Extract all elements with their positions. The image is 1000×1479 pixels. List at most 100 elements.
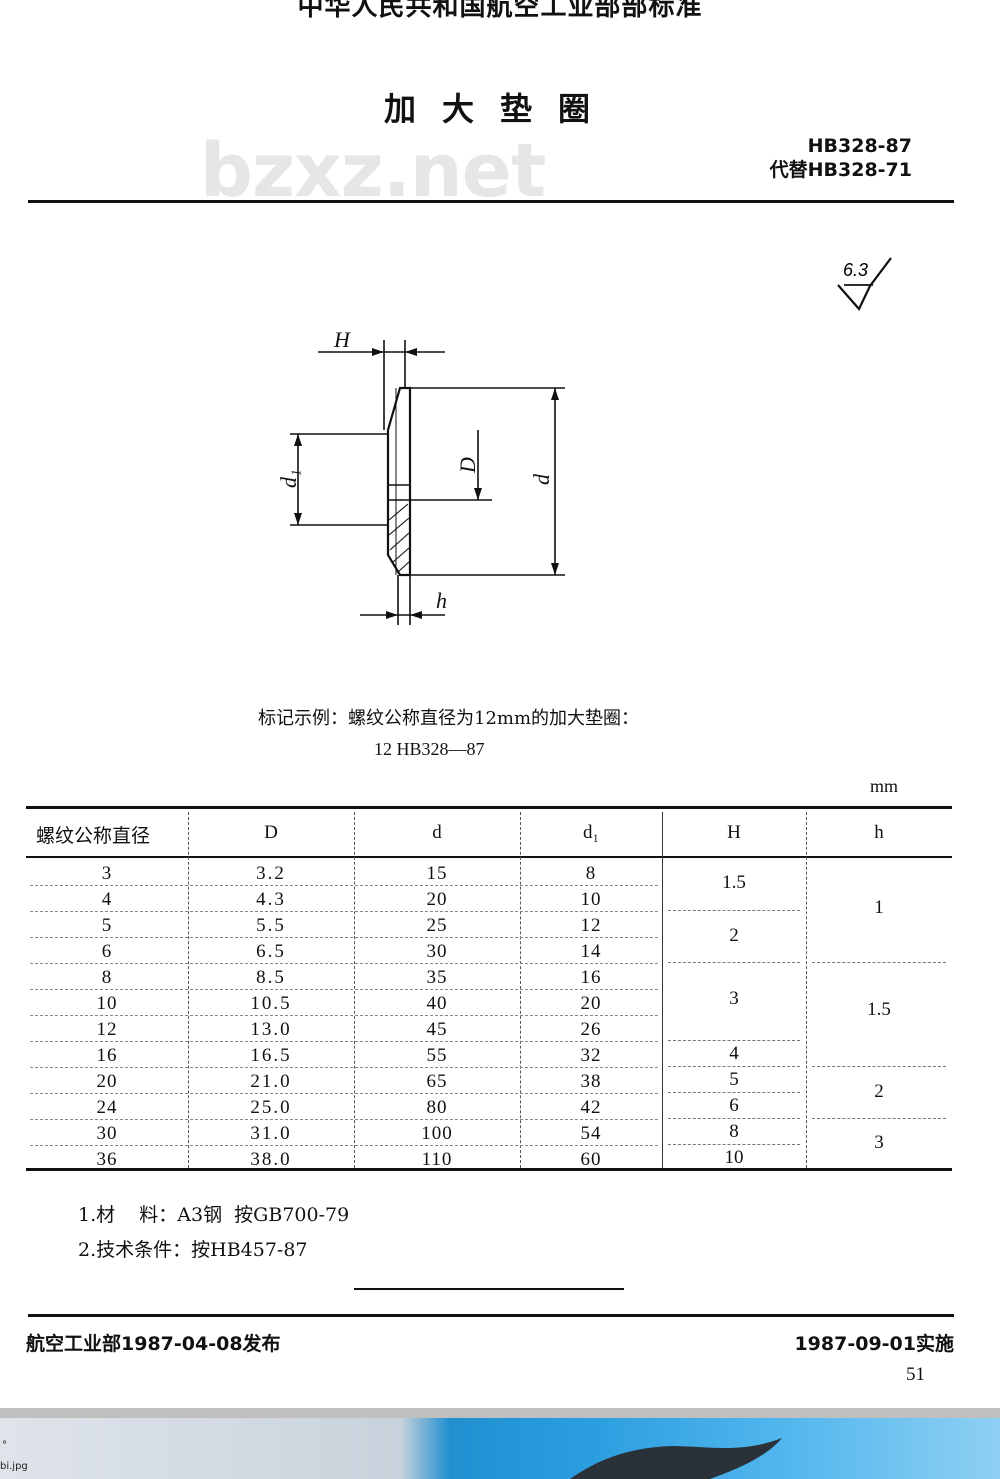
d-cell: 80 bbox=[426, 1097, 448, 1118]
issuing-organization: 中华人民共和国航空工业部部标准 bbox=[297, 0, 703, 22]
h-value: 1.5 bbox=[867, 999, 891, 1020]
label-H: H bbox=[333, 327, 351, 352]
whale-tail-image bbox=[570, 1438, 782, 1479]
D-cell: 31.0 bbox=[250, 1123, 292, 1144]
row-rule bbox=[30, 1067, 658, 1068]
d1-cell: 26 bbox=[580, 1019, 602, 1040]
H-group-rule bbox=[668, 1144, 800, 1145]
d-cell: 30 bbox=[426, 941, 448, 962]
D-cell: 10.5 bbox=[250, 993, 292, 1014]
H-group-rule bbox=[668, 1092, 800, 1093]
thread-diameter-cell: 24 bbox=[96, 1097, 118, 1118]
d-cell: 65 bbox=[426, 1071, 448, 1092]
d1-cell: 42 bbox=[580, 1097, 602, 1118]
table-bottom-rule bbox=[26, 1168, 952, 1171]
D-cell: 3.2 bbox=[256, 863, 286, 884]
H-value: 6 bbox=[729, 1095, 739, 1116]
effective-date: 1987-09-01实施 bbox=[794, 1333, 954, 1355]
standard-code-block: HB328-87 代替HB328-71 bbox=[770, 134, 912, 182]
d-cell: 45 bbox=[426, 1019, 448, 1040]
col-sep bbox=[354, 812, 355, 1168]
watermark: bzxz.net bbox=[200, 128, 546, 214]
row-rule bbox=[30, 885, 658, 886]
d-cell: 25 bbox=[426, 915, 448, 936]
label-d1: d₁ bbox=[276, 469, 301, 488]
label-d: d bbox=[529, 473, 554, 485]
H-group-rule bbox=[668, 910, 800, 911]
d-cell: 20 bbox=[426, 889, 448, 910]
header-H: H bbox=[727, 822, 741, 843]
D-cell: 6.5 bbox=[256, 941, 286, 962]
d-cell: 40 bbox=[426, 993, 448, 1014]
col-sep bbox=[188, 812, 189, 1168]
D-cell: 8.5 bbox=[256, 967, 286, 988]
H-group-rule bbox=[668, 1040, 800, 1041]
standard-code: HB328-87 bbox=[807, 135, 912, 157]
thread-diameter-cell: 20 bbox=[96, 1071, 118, 1092]
thread-diameter-cell: 4 bbox=[101, 889, 113, 910]
thread-diameter-cell: 5 bbox=[101, 915, 113, 936]
row-rule bbox=[30, 1145, 658, 1146]
H-group-rule bbox=[668, 962, 800, 963]
d1-cell: 38 bbox=[580, 1071, 602, 1092]
header-rule bbox=[28, 200, 954, 203]
d1-cell: 8 bbox=[585, 863, 597, 884]
unit-label: mm bbox=[870, 776, 899, 796]
D-cell: 21.0 bbox=[250, 1071, 292, 1092]
row-rule bbox=[30, 1015, 658, 1016]
h-value: 2 bbox=[874, 1081, 884, 1102]
thread-diameter-cell: 12 bbox=[96, 1019, 118, 1040]
h-group-rule bbox=[812, 962, 946, 963]
header-D: D bbox=[264, 822, 278, 843]
col-sep bbox=[662, 812, 663, 1168]
page-number: 51 bbox=[906, 1364, 925, 1385]
row-rule bbox=[30, 1041, 658, 1042]
H-value: 8 bbox=[729, 1121, 739, 1142]
header-d: d bbox=[432, 822, 442, 843]
background-image-strip bbox=[0, 1418, 1000, 1479]
document-title: 加大垫圈 bbox=[383, 90, 616, 128]
h-value: 1 bbox=[874, 897, 884, 918]
table-header-rule bbox=[26, 856, 952, 858]
washer-outline bbox=[290, 340, 565, 625]
thread-diameter-cell: 6 bbox=[101, 941, 113, 962]
H-value: 2 bbox=[729, 925, 739, 946]
H-group-rule bbox=[668, 1066, 800, 1067]
d1-cell: 32 bbox=[580, 1045, 602, 1066]
row-rule bbox=[30, 1119, 658, 1120]
H-value: 3 bbox=[729, 988, 739, 1009]
footer-rule bbox=[28, 1314, 954, 1317]
end-of-standard-rule bbox=[354, 1288, 624, 1290]
H-value: 5 bbox=[729, 1069, 739, 1090]
row-rule bbox=[30, 989, 658, 990]
h-group-rule bbox=[812, 1066, 946, 1067]
header-h: h bbox=[874, 822, 884, 843]
d-cell: 110 bbox=[421, 1149, 453, 1170]
note-technical-conditions: 2.技术条件：按HB457-87 bbox=[78, 1239, 308, 1261]
d-cell: 35 bbox=[426, 967, 448, 988]
D-cell: 38.0 bbox=[250, 1149, 292, 1170]
note-material: 1.材 料：A3钢 按GB700-79 bbox=[78, 1204, 350, 1226]
row-rule bbox=[30, 911, 658, 912]
h-group-rule bbox=[812, 1118, 946, 1119]
section-hatching bbox=[388, 503, 410, 573]
header-thread-diameter: 螺纹公称直径 bbox=[36, 825, 151, 847]
d1-cell: 14 bbox=[580, 941, 602, 962]
thread-diameter-cell: 8 bbox=[101, 967, 113, 988]
row-rule bbox=[30, 937, 658, 938]
corner-filename: bi.jpg bbox=[0, 1461, 28, 1472]
d-cell: 100 bbox=[421, 1123, 453, 1144]
thread-diameter-cell: 36 bbox=[96, 1149, 118, 1170]
thread-diameter-cell: 16 bbox=[96, 1045, 118, 1066]
dimension-arrows bbox=[294, 348, 559, 619]
thread-diameter-cell: 30 bbox=[96, 1123, 118, 1144]
row-rule bbox=[30, 963, 658, 964]
col-sep bbox=[806, 812, 807, 1168]
d1-cell: 10 bbox=[580, 889, 602, 910]
D-cell: 5.5 bbox=[256, 915, 286, 936]
table-top-rule bbox=[26, 806, 952, 809]
d-cell: 15 bbox=[426, 863, 448, 884]
marking-example-text: 标记示例：螺纹公称直径为12mm的加大垫圈： bbox=[258, 708, 640, 729]
d1-cell: 16 bbox=[580, 967, 602, 988]
label-h: h bbox=[436, 588, 447, 613]
